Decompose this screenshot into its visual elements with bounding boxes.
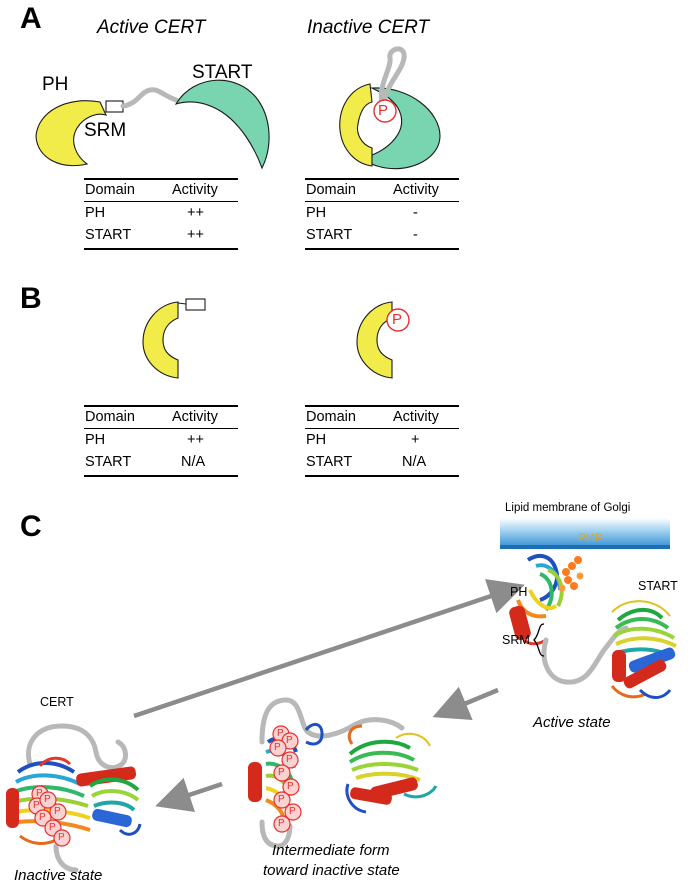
arrow-to-inactive <box>155 777 223 812</box>
table-row-domain: PH <box>85 205 106 221</box>
panel-b-left-ph-domain-shape <box>142 301 179 379</box>
phospho-label: P <box>278 767 285 778</box>
table-header-activity: Activity <box>393 409 439 425</box>
panel-b-left-table: Domain Activity PH ++ START N/A <box>84 405 238 477</box>
inactive-phospho-group <box>28 785 71 847</box>
table-row-activity: - <box>413 205 418 221</box>
linker-line <box>120 87 179 109</box>
phospho-label: P <box>277 728 284 739</box>
phospho-label: P <box>44 794 51 805</box>
panel-b-phospho-label: P <box>392 311 403 328</box>
ph-label: PH <box>42 74 69 95</box>
active-cert-title: Active CERT <box>97 17 206 38</box>
cert-label: CERT <box>40 695 74 709</box>
phospho-label: P <box>39 812 46 823</box>
table-header-domain: Domain <box>306 409 356 425</box>
phospho-label: P <box>54 806 61 817</box>
table-row-domain: START <box>306 454 353 470</box>
active-start-label: START <box>638 579 678 593</box>
phospho-label: P <box>58 832 65 843</box>
intermediate-caption-line2: toward inactive state <box>263 862 400 879</box>
inactive-phospho-label: P <box>378 102 389 119</box>
table-header-activity: Activity <box>172 182 218 198</box>
table-row-activity: N/A <box>402 454 427 470</box>
phospho-label: P <box>278 794 285 805</box>
active-ph-label: PH <box>510 585 528 599</box>
phospho-label: P <box>33 800 40 811</box>
phospho-label: P <box>287 781 294 792</box>
intermediate-caption-line1: Intermediate form <box>272 842 390 859</box>
panel-b-phospho-circle <box>386 308 410 332</box>
table-row-domain: START <box>85 454 132 470</box>
table-header-domain: Domain <box>85 182 135 198</box>
pi4p-molecule <box>558 556 584 592</box>
panel-letter-c: C <box>20 510 42 543</box>
inactive-cert-title: Inactive CERT <box>307 17 430 38</box>
table-row-domain: START <box>306 227 353 243</box>
inactive-activity-table: Domain Activity PH - START - <box>305 178 459 250</box>
phospho-label: P <box>278 818 285 829</box>
inactive-state-protein <box>6 723 142 873</box>
table-header-domain: Domain <box>85 409 135 425</box>
inactive-state-caption: Inactive state <box>14 867 103 884</box>
phospho-label: P <box>286 735 293 746</box>
active-state-protein <box>509 553 677 699</box>
arrow-to-active <box>133 579 525 719</box>
table-row-activity: N/A <box>181 454 206 470</box>
active-srm-label: SRM <box>502 633 530 647</box>
panel-b-left-diagram <box>142 298 206 379</box>
table-row-domain: PH <box>85 432 106 448</box>
phospho-label: P <box>49 822 56 833</box>
table-row-activity: + <box>411 432 420 448</box>
panel-b-right-ph-domain-shape <box>356 301 393 379</box>
intermediate-state-protein <box>248 697 438 849</box>
table-row-activity: ++ <box>187 227 204 243</box>
table-row-activity: ++ <box>187 205 204 221</box>
ph-domain-shape <box>35 100 108 166</box>
table-header-domain: Domain <box>306 182 356 198</box>
inactive-cert-diagram <box>339 46 441 170</box>
active-state-caption: Active state <box>533 714 611 731</box>
intermediate-phospho-group <box>269 725 302 833</box>
active-activity-table: Domain Activity PH ++ START ++ <box>84 178 238 250</box>
phospho-label: P <box>36 788 43 799</box>
inactive-linker-line <box>378 46 407 109</box>
table-row-domain: PH <box>306 205 327 221</box>
table-header-activity: Activity <box>172 409 218 425</box>
pi4p-label: PI4P <box>578 533 603 545</box>
phospho-label: P <box>274 742 281 753</box>
membrane-label: Lipid membrane of Golgi <box>505 502 631 514</box>
panel-letter-b: B <box>20 282 42 315</box>
start-label: START <box>192 62 253 83</box>
arrow-to-intermediate <box>432 686 499 720</box>
inactive-ph-domain-shape <box>339 83 373 167</box>
inactive-phospho-circle <box>373 99 397 123</box>
table-header-activity: Activity <box>393 182 439 198</box>
panel-b-right-diagram <box>356 301 410 379</box>
srm-brace <box>533 623 545 657</box>
phospho-label: P <box>289 806 296 817</box>
table-row-domain: PH <box>306 432 327 448</box>
phospho-label: P <box>286 754 293 765</box>
start-domain-shape <box>174 79 270 170</box>
panel-b-right-table: Domain Activity PH + START N/A <box>305 405 459 477</box>
table-row-activity: - <box>413 227 418 243</box>
inactive-start-domain-shape <box>363 87 441 170</box>
panel-b-srm-box <box>185 298 206 311</box>
active-cert-diagram <box>35 79 270 170</box>
golgi-membrane <box>500 518 670 549</box>
srm-box <box>105 100 124 113</box>
panel-letter-a: A <box>20 2 42 35</box>
table-row-activity: ++ <box>187 432 204 448</box>
table-row-domain: START <box>85 227 132 243</box>
srm-label: SRM <box>84 120 127 141</box>
